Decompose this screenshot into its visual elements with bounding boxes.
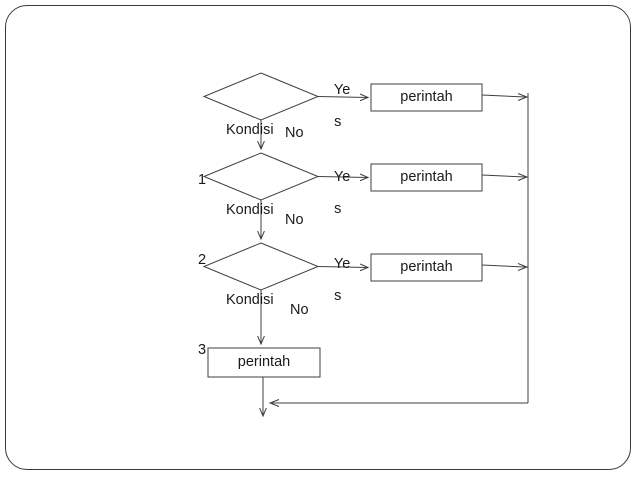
process-box-shape-3	[370, 253, 483, 282]
process-box-label-3: perintah	[400, 259, 453, 275]
process-box-label-2: perintah	[400, 169, 453, 185]
yes-label-1: Ye s	[318, 66, 350, 146]
process-box-shape-2	[370, 163, 483, 192]
yes-label-2: Ye s	[318, 153, 350, 233]
edge-box-to-bus-3	[481, 264, 526, 268]
no-label-1: No	[285, 125, 304, 141]
bus-arrowhead-2	[517, 173, 529, 181]
edge-yes-2	[317, 177, 368, 178]
yes-label-3-line1: Ye	[333, 256, 351, 272]
bus-arrowhead-3	[517, 263, 529, 271]
slide-frame	[5, 5, 631, 470]
decision-shape-2	[202, 152, 320, 201]
process-box-shape-1	[370, 83, 483, 112]
no-label-3: No	[290, 302, 309, 318]
yes-label-3-line2: s	[334, 288, 342, 304]
default-box-shape	[207, 347, 321, 378]
yes-label-3: Ye s	[318, 240, 350, 320]
default-box-label: perintah	[237, 354, 291, 370]
yes-label-2-line1: Ye	[333, 169, 351, 185]
yes-label-2-line2: s	[334, 201, 342, 217]
decision-shape-1	[202, 72, 320, 121]
yes-label-1-line2: s	[334, 114, 342, 130]
process-box-label-1: perintah	[400, 89, 453, 105]
edge-box-to-bus-2	[481, 174, 526, 178]
edge-yes-3	[317, 267, 368, 268]
decision-shape-3	[202, 242, 320, 291]
edge-box-to-bus-1	[481, 94, 526, 98]
yes-label-1-line1: Ye	[333, 82, 351, 98]
bus-arrowhead-1	[517, 93, 529, 101]
return-bus-arrowhead	[268, 399, 280, 407]
no-label-2: No	[285, 212, 304, 228]
edge-yes-1	[317, 97, 368, 98]
